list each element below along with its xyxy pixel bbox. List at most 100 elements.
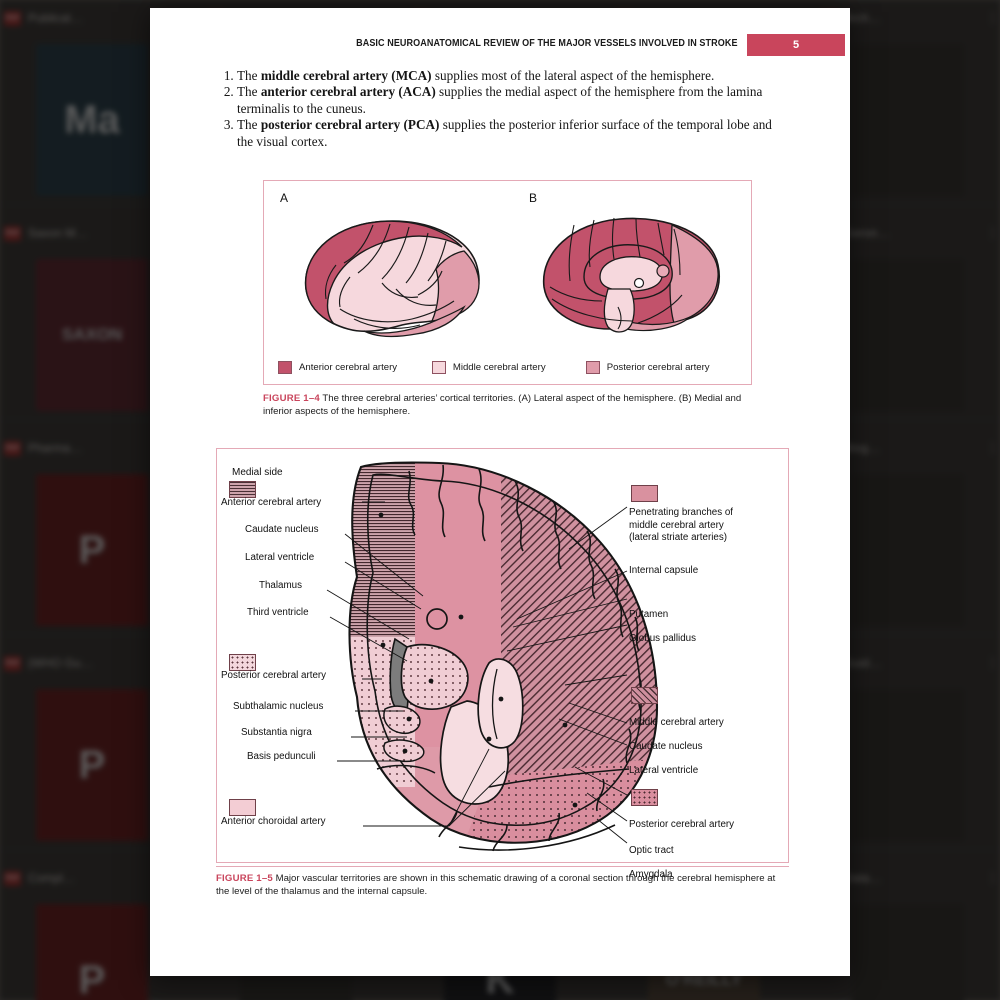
anatomy-label: Subthalamic nucleus (233, 701, 324, 712)
anatomy-label: Putamen (629, 609, 669, 620)
pdf-icon: PDF (4, 10, 21, 26)
list-item-post: supplies the posterior inferior surface … (237, 117, 772, 149)
divider (806, 204, 1000, 205)
numbered-list: The middle cerebral artery (MCA) supplie… (216, 68, 791, 150)
pdf-icon: PDF (4, 655, 21, 671)
more-options-icon[interactable]: ⋮ (986, 870, 999, 885)
legend-item: Anterior cerebral artery (278, 361, 432, 374)
more-options-icon[interactable]: ⋮ (986, 225, 999, 240)
book-cover[interactable] (852, 474, 964, 626)
book-cover[interactable]: P (36, 689, 148, 841)
legend-key-swatch (631, 789, 658, 806)
list-item-term: middle cerebral artery (MCA) (260, 68, 432, 83)
list-item-term: posterior cerebral artery (PCA) (260, 117, 440, 133)
figure-1-5-caption: FIGURE 1–5 Major vascular territories ar… (216, 872, 791, 898)
library-card-title: Biog… (844, 441, 881, 455)
book-cover[interactable]: P (36, 904, 148, 1000)
document-page[interactable]: BASIC NEUROANATOMICAL REVIEW OF THE MAJO… (150, 8, 850, 976)
figure-1-5-caption-tag: FIGURE 1–5 (216, 873, 273, 884)
book-cover[interactable] (852, 259, 964, 411)
legend-key-swatch (229, 654, 256, 671)
anatomy-label: Third ventricle (247, 607, 309, 618)
library-card-title: Pharma… (28, 441, 83, 455)
figure-1-5-caption-text: Major vascular territories are shown in … (216, 873, 776, 898)
anatomy-label: Globus pallidus (629, 633, 696, 644)
more-options-icon[interactable]: ⋮ (986, 655, 999, 670)
anatomy-label: Internal capsule (629, 565, 699, 576)
medial-side-label: Medial side (232, 467, 283, 478)
list-item: The middle cerebral artery (MCA) supplie… (237, 68, 791, 84)
anatomy-label: Thalamus (259, 580, 303, 591)
library-card[interactable]: PDFData…⋮ (806, 850, 1000, 1000)
book-cover[interactable] (852, 44, 964, 196)
library-card[interactable]: PDFBiog…⋮ (806, 420, 1000, 635)
anatomy-label: Anterior choroidal artery (221, 816, 326, 827)
figure-1-4: A B (263, 180, 752, 385)
anatomy-label: Penetrating branches of middle cerebral … (629, 507, 734, 544)
divider (0, 634, 194, 635)
divider (806, 849, 1000, 850)
legend-item: Middle cerebral artery (431, 361, 586, 374)
figure-1-5: Medial side (216, 448, 789, 880)
divider (0, 849, 194, 850)
running-head-title: BASIC NEUROANATOMICAL REVIEW OF THE MAJO… (356, 37, 738, 49)
list-item: The posterior cerebral artery (PCA) supp… (237, 117, 791, 150)
legend-swatch (585, 361, 600, 374)
legend-key-swatch (631, 687, 658, 704)
more-options-icon[interactable]: ⋮ (986, 10, 999, 25)
library-card-title: Data… (844, 871, 882, 885)
legend-key-swatch (229, 799, 256, 816)
divider (806, 634, 1000, 635)
library-card-title: Saxon M… (28, 226, 88, 240)
more-options-icon[interactable]: ⋮ (986, 440, 999, 455)
legend-label: Middle cerebral artery (452, 362, 546, 373)
library-card-title: Guid… (844, 656, 882, 670)
anatomy-label: Caudate nucleus (245, 524, 319, 535)
legend-key-swatch (631, 485, 658, 502)
anatomy-label: Anterior cerebral artery (221, 497, 322, 508)
panel-b-letter: B (529, 191, 538, 205)
list-item-pre: The (237, 117, 261, 133)
list-item-term: anterior cerebral artery (ACA) (260, 84, 436, 100)
list-item-pre: The (237, 84, 261, 100)
panel-a-letter: A (280, 191, 289, 205)
caption-rule (216, 866, 789, 867)
book-cover[interactable]: Ma (36, 44, 148, 196)
library-card-title: Geron… (844, 226, 890, 240)
anatomy-label: Middle cerebral artery (629, 717, 724, 728)
list-item: The anterior cerebral artery (ACA) suppl… (237, 84, 791, 117)
anatomy-label: Lateral ventricle (629, 765, 699, 776)
library-card-title: Arch… (844, 11, 881, 25)
page-number-badge: 5 (747, 34, 845, 56)
list-item-post: supplies the medial aspect of the hemisp… (237, 84, 763, 116)
brain-lateral-illustration (304, 220, 480, 338)
anatomy-label: Substantia nigra (241, 727, 312, 738)
list-item-post: supplies most of the lateral aspect of t… (431, 68, 715, 83)
library-card-title: Publicat… (28, 11, 83, 25)
library-card-title: (WHO Gu… (28, 656, 93, 670)
pdf-icon: PDF (4, 870, 21, 886)
book-cover[interactable] (852, 904, 964, 1000)
anatomy-label: Lateral ventricle (245, 552, 315, 563)
book-cover[interactable]: P (36, 474, 148, 626)
legend-item: Posterior cerebral artery (585, 361, 740, 374)
book-cover[interactable] (852, 689, 964, 841)
legend-swatch (278, 361, 292, 374)
book-cover[interactable]: SAXON (36, 259, 148, 411)
anatomy-label: Caudate nucleus (629, 741, 703, 752)
anatomy-label: Posterior cerebral artery (221, 670, 327, 681)
library-card[interactable]: PDFGuid…⋮ (806, 635, 1000, 850)
library-card[interactable]: PDF(WHO Gu…⋮P (0, 635, 194, 850)
legend-swatch (431, 361, 446, 374)
anatomy-label: Optic tract (629, 845, 674, 856)
divider (0, 204, 194, 205)
figure-1-4-caption-tag: FIGURE 1–4 (263, 393, 320, 404)
figure-1-4-caption-text: The three cerebral arteries’ cortical te… (263, 393, 742, 418)
pdf-icon: PDF (4, 440, 21, 456)
divider (0, 419, 194, 420)
anatomy-label: Basis pedunculi (247, 751, 316, 762)
library-card-title: Compl… (28, 871, 75, 885)
